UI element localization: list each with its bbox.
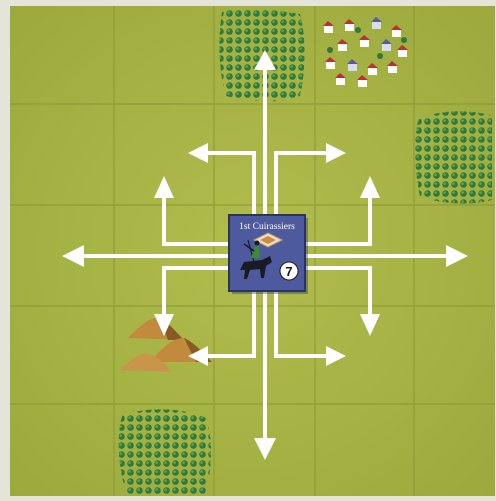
unit-counter[interactable]: 1st Cuirassiers 7	[229, 215, 308, 294]
forest-icon	[219, 9, 304, 101]
forest-icon	[415, 111, 492, 203]
unit-name: 1st Cuirassiers	[239, 222, 295, 232]
forest-icon	[119, 409, 211, 496]
unit-strength: 7	[285, 264, 292, 279]
